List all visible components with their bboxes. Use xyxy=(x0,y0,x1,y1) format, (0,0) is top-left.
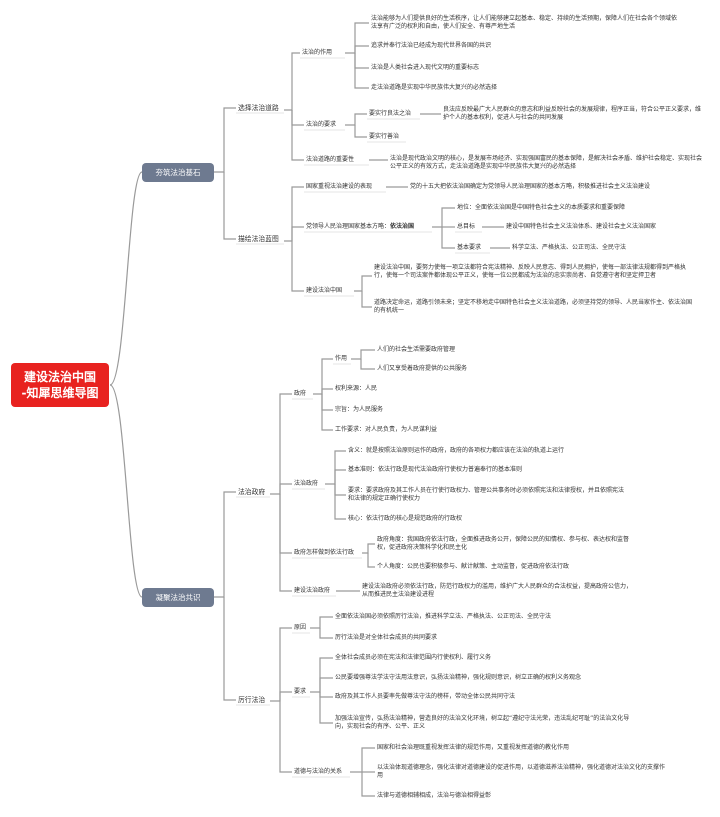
law-gov-item: 要求：要求政府及其工作人员在行使行政权力、管理公共事务时必须依照宪法和法律授权，… xyxy=(348,487,625,503)
law-gov-item: 基本准则：依法行政是现代法治政府行使权力普遍奉行的基本准则 xyxy=(348,466,523,473)
requirement-item: 公民要增强尊法学法守法用法意识，弘扬法治精神，强化规则意识，树立正确的权利义务观… xyxy=(335,674,582,681)
node-law-gov-detail[interactable]: 法治政府 xyxy=(294,480,319,487)
reason-item: 厉行法治是对全体社会成员的共同要求 xyxy=(335,634,438,641)
node-build-law-gov[interactable]: 建设法治政府 xyxy=(294,587,331,594)
position-label: 地位： xyxy=(457,204,476,211)
role-item: 法治能够为人们提供良好的生活秩序，让人们能够建立起基本、稳定、持续的生活预期，保… xyxy=(371,15,678,31)
position-text: 全面依法治国是中国特色社会主义的本质要求和重要保障 xyxy=(475,204,626,211)
node-law-government[interactable]: 法治政府 xyxy=(238,488,266,496)
morality-item: 以法治体现道德理念，强化法律对道德建设的促进作用，以道德滋养法治精神，强化道德对… xyxy=(377,764,666,780)
morality-item: 法律与道德相辅相成，法治与德治相得益彰 xyxy=(377,792,492,799)
gov-item: 权利来源：人民 xyxy=(335,385,378,392)
node-law-role[interactable]: 法治的作用 xyxy=(302,49,333,56)
role-item: 法治是人类社会进入现代文明的重要标志 xyxy=(371,64,480,71)
node-road-importance[interactable]: 法治道路的重要性 xyxy=(306,156,355,163)
strategy-basic-label[interactable]: 基本要求 xyxy=(457,244,482,251)
node-choose-road[interactable]: 选择法治道路 xyxy=(238,104,279,112)
strategy-position: 地位：全面依法治国是中国特色社会主义的本质要求和重要保障 xyxy=(457,204,625,212)
topic-build-foundation[interactable]: 夯筑法治基石 xyxy=(142,163,214,182)
node-practice-rule-of-law[interactable]: 厉行法治 xyxy=(238,696,266,704)
how-gov-view: 政府角度：我国政府依法行政，全面推进政务公开，保障公民的知情权、参与权、表达权和… xyxy=(377,536,630,552)
strategy-label: 党领导人民治理国家基本方略： xyxy=(306,223,391,230)
law-china-desc-1: 建设法治中国，要努力使每一项立法都符合宪法精神、反映人民意志、得到人民拥护，使每… xyxy=(374,264,687,280)
importance-desc: 法治是现代政治文明的核心，是发展市场经济、实现强国富民的基本保障，是解决社会矛盾… xyxy=(390,155,703,171)
requirement-item: 全体社会成员必须在宪法和法律范围内行使权利、履行义务 xyxy=(335,654,492,661)
state-attention-desc: 党的十五大把依法治国确定为党领导人民治理国家的基本方略，积极推进社会主义法治建设 xyxy=(410,183,651,190)
node-requirement[interactable]: 要求 xyxy=(294,688,307,695)
reason-item: 全面依法治国必须依照厉行法治，推进科学立法、严格执法、公正司法、全民守法 xyxy=(335,613,552,620)
role-item: 追求并奉行法治已经成为现代世界各国的共识 xyxy=(371,42,492,49)
how-person-view: 个人角度：公民也要积极参与、献计献策、主动监督，促进政府依法行政 xyxy=(377,563,570,570)
morality-item: 国家和社会治理既重视发挥法律的规范作用，又重视发挥道德的教化作用 xyxy=(377,744,570,751)
node-gov-role[interactable]: 作用 xyxy=(335,355,348,362)
topic-label: 凝聚法治共识 xyxy=(155,593,201,602)
requirement-item: 加强法治宣传，弘扬法治精神，营造良好的法治文化环境，树立起“遵纪守法光荣，违法乱… xyxy=(335,715,630,731)
gov-item: 工作要求：对人民负责，为人民谋利益 xyxy=(335,426,438,433)
gov-role-item: 人们的社会生活需要政府管理 xyxy=(377,346,456,353)
gov-role-item: 人们又享受着政府提供的公共服务 xyxy=(377,365,468,372)
law-gov-item: 含义：就是按照法治原则运作的政府，政府的各项权力都应该在法治的轨道上运行 xyxy=(348,447,565,454)
root-title-line2: -知犀思维导图 xyxy=(21,386,99,400)
node-morality-law[interactable]: 道德与法治的关系 xyxy=(294,768,343,775)
req-good-law[interactable]: 要实行良法之治 xyxy=(369,110,412,117)
node-government[interactable]: 政府 xyxy=(294,390,307,397)
requirement-item: 政府及其工作人员要率先做尊法守法的榜样，带动全体公民共同守法 xyxy=(335,693,516,700)
node-build-law-china[interactable]: 建设法治中国 xyxy=(306,287,343,294)
topic-label: 夯筑法治基石 xyxy=(155,168,201,177)
role-item: 走法治道路是实现中华民族伟大复兴的必然选择 xyxy=(371,84,498,91)
root-node[interactable]: 建设法治中国 -知犀思维导图 xyxy=(11,363,109,407)
node-reason[interactable]: 原因 xyxy=(294,624,307,631)
node-how-administrate[interactable]: 政府怎样做到依法行政 xyxy=(294,549,355,556)
node-draw-blueprint[interactable]: 描绘法治蓝图 xyxy=(238,235,279,243)
req-good-governance[interactable]: 要实行善治 xyxy=(369,133,400,140)
good-law-desc: 良法应反映最广大人民群众的意志和利益反映社会的发展规律，程序正当，符合公平正义要… xyxy=(443,106,702,122)
strategy-goal: 建设中国特色社会主义法治体系、建设社会主义法治国家 xyxy=(506,223,657,230)
node-state-attention[interactable]: 国家重视法治建设的表现 xyxy=(306,183,373,190)
gov-item: 宗旨：为人民服务 xyxy=(335,406,384,413)
strategy-bold: 依法治国 xyxy=(390,223,415,230)
law-china-desc-2: 道路决定命运，道路引领未来；坚定不移地走中国特色社会主义法治道路，必须坚持党的领… xyxy=(374,299,693,315)
build-law-gov-desc: 建设法治政府必须依法行政，防范行政权力的滥用，维护广大人民群众的合法权益，提高政… xyxy=(362,583,633,599)
root-title-line1: 建设法治中国 xyxy=(23,370,96,384)
node-law-requirement[interactable]: 法治的要求 xyxy=(306,121,337,128)
law-gov-item: 核心：依法行政的核心是规范政府的行政权 xyxy=(348,515,463,522)
node-strategy[interactable]: 党领导人民治理国家基本方略：依法治国 xyxy=(306,223,414,231)
topic-gather-consensus[interactable]: 凝聚法治共识 xyxy=(142,588,214,607)
strategy-basic: 科学立法、严格执法、公正司法、全民守法 xyxy=(512,244,627,251)
strategy-goal-label[interactable]: 总目标 xyxy=(457,223,476,230)
